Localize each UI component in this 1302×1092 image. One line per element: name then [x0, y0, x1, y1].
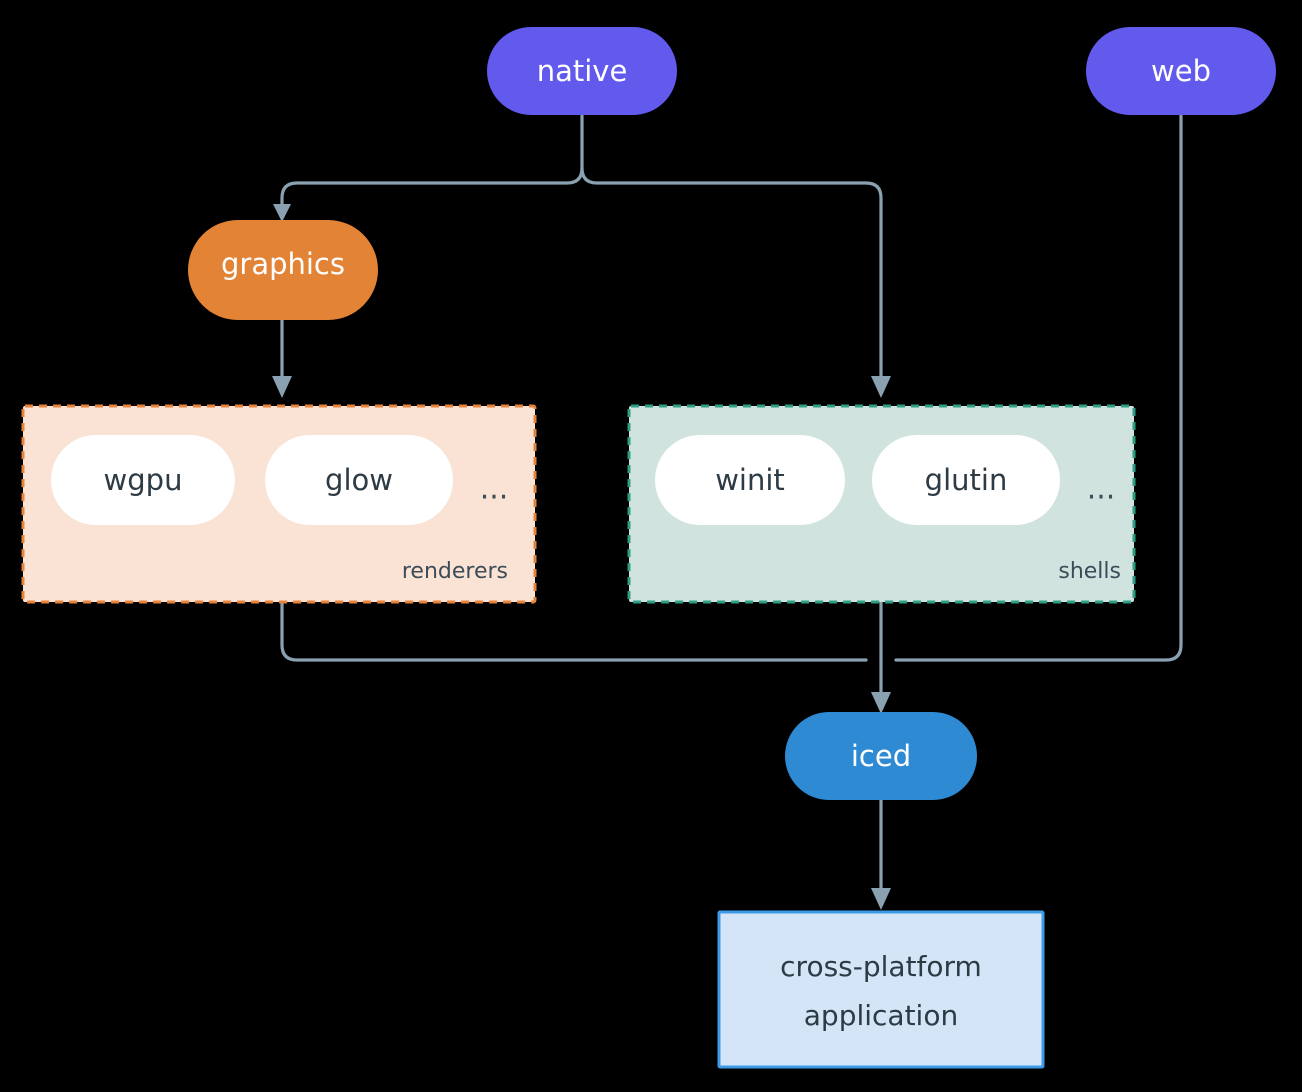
glow-label: glow	[325, 463, 393, 497]
application-box-shape	[717, 910, 1045, 1069]
web-label: web	[1151, 54, 1211, 88]
arrowhead-renderers	[272, 376, 292, 398]
node-web[interactable]: web	[1086, 27, 1276, 115]
native-pill-shape	[487, 27, 677, 115]
node-winit[interactable]: winit	[655, 435, 845, 525]
renderers-ellipsis: ...	[480, 472, 509, 507]
renderers-group-tag: renderers	[402, 559, 508, 584]
arrowhead-graphics	[273, 204, 291, 222]
application-label-line1: cross-platform	[780, 950, 982, 983]
node-graphics[interactable]: graphics	[188, 220, 378, 320]
wgpu-label: wgpu	[104, 463, 183, 497]
glutin-label: glutin	[925, 463, 1008, 497]
arrowhead-iced	[871, 692, 891, 714]
shells-group-tag: shells	[1058, 559, 1121, 584]
arrowhead-shells	[871, 376, 891, 398]
arrowhead-application	[871, 888, 891, 910]
web-pill-shape	[1086, 27, 1276, 115]
shells-ellipsis: ...	[1087, 472, 1116, 507]
node-glow[interactable]: glow	[265, 435, 453, 525]
graphics-label: graphics	[221, 247, 345, 281]
wgpu-pill-shape	[51, 435, 235, 525]
node-cross-platform-application[interactable]: cross-platform application	[717, 910, 1045, 1069]
node-iced[interactable]: iced	[785, 712, 977, 800]
group-shells[interactable]: winit glutin ... shells	[627, 404, 1136, 604]
glow-pill-shape	[265, 435, 453, 525]
node-native[interactable]: native	[487, 27, 677, 115]
edge-layer	[272, 113, 1183, 910]
edge-web-to-iced	[894, 113, 1183, 662]
winit-label: winit	[715, 463, 785, 497]
node-wgpu[interactable]: wgpu	[51, 435, 235, 525]
graphics-pill-shape	[188, 220, 378, 320]
iced-label: iced	[851, 739, 911, 773]
group-renderers[interactable]: wgpu glow ... renderers	[21, 404, 537, 604]
node-glutin[interactable]: glutin	[872, 435, 1060, 525]
application-label-line2: application	[804, 999, 958, 1032]
edge-native-to-shells	[580, 166, 883, 380]
edge-renderers-to-iced	[280, 600, 868, 662]
winit-pill-shape	[655, 435, 845, 525]
native-label: native	[537, 54, 628, 88]
iced-pill-shape	[785, 712, 977, 800]
edge-native-to-graphics	[280, 166, 584, 210]
glutin-pill-shape	[872, 435, 1060, 525]
